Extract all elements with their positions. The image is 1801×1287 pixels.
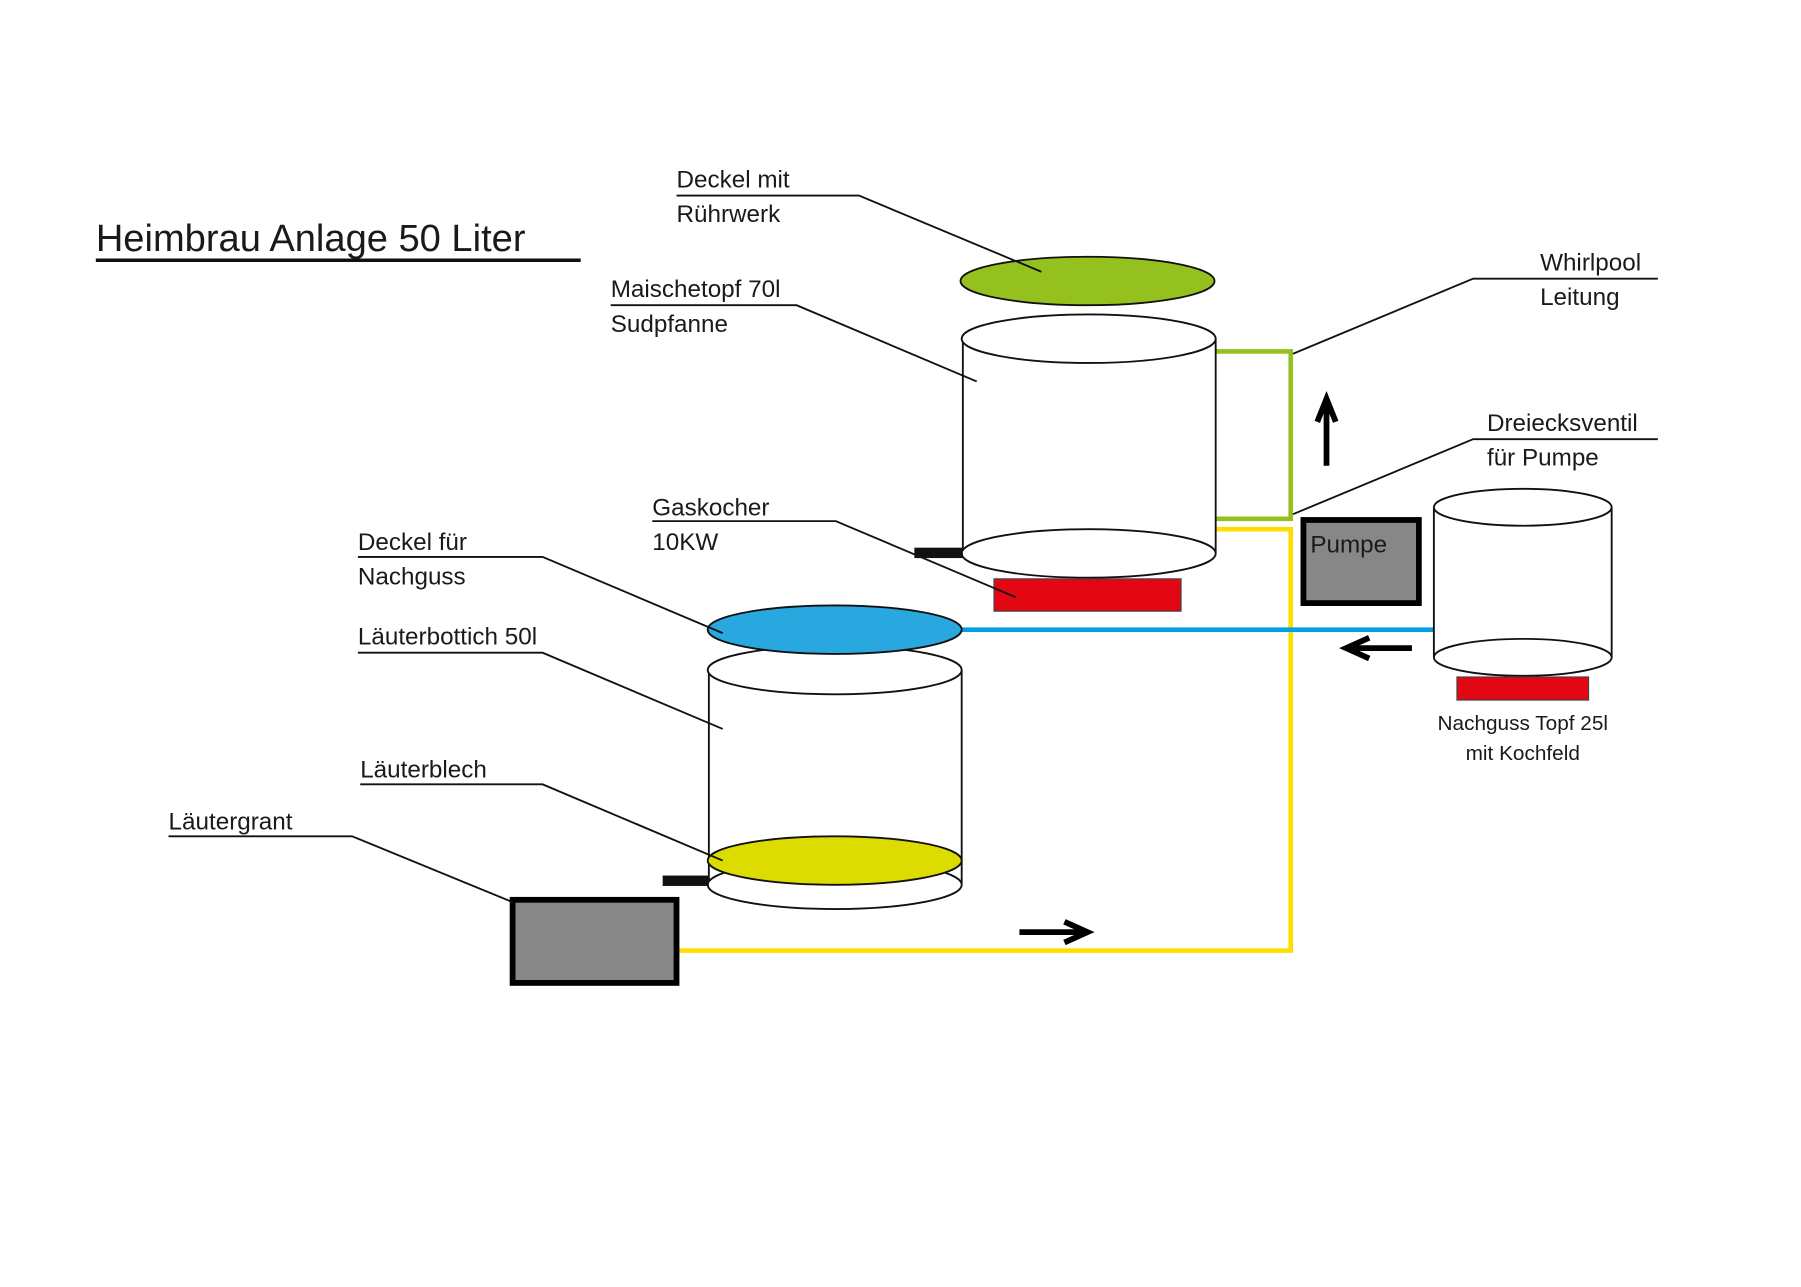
mash-pot xyxy=(960,313,1217,579)
lauter-tun-outlet-valve xyxy=(662,875,709,886)
leader-valve xyxy=(1292,438,1658,516)
false-bottom-lauterblech xyxy=(706,835,963,886)
lid-with-stirrer xyxy=(959,255,1216,307)
lauter-grant xyxy=(509,896,680,986)
diagram-title: Heimbrau Anlage 50 Liter xyxy=(96,218,526,260)
label-lid-stirrer-line1: Deckel mit xyxy=(677,166,790,193)
label-gas-burner-line2: 10KW xyxy=(652,529,718,556)
leader-gas-burner xyxy=(652,520,1017,599)
wort-pipe-yellow xyxy=(678,526,1294,953)
gas-burner xyxy=(993,578,1182,612)
arrow-up-icon xyxy=(1314,390,1339,466)
pump xyxy=(1300,517,1422,606)
sparge-pot xyxy=(1432,487,1613,677)
leader-sparge-lid xyxy=(357,555,724,634)
sparge-hotplate xyxy=(1456,676,1590,701)
label-sparge-lid-line2: Nachguss xyxy=(358,564,466,591)
label-mash-pot-line1: Maischetopf 70l xyxy=(611,276,781,303)
leader-lauter-tun xyxy=(357,651,724,730)
label-grant: Läutergrant xyxy=(169,808,293,835)
label-lauter-tun: Läuterbottich 50l xyxy=(358,624,537,651)
label-valve-line2: für Pumpe xyxy=(1487,445,1599,472)
label-sparge-lid-line1: Deckel für xyxy=(358,529,467,556)
arrow-left-icon xyxy=(1339,635,1412,662)
label-lid-stirrer-line2: Rührwerk xyxy=(677,201,782,228)
label-sparge-pot-line2: mit Kochfeld xyxy=(1466,742,1580,765)
sparge-lid xyxy=(706,604,963,655)
label-sparge-pot-line1: Nachguss Topf 25l xyxy=(1438,712,1608,735)
label-false-bottom: Läuterblech xyxy=(360,756,487,783)
label-mash-pot-line2: Sudpfanne xyxy=(611,311,728,338)
label-valve-line1: Dreiecksventil xyxy=(1487,410,1638,437)
leader-grant xyxy=(168,835,513,903)
label-gas-burner-line1: Gaskocher xyxy=(652,494,769,521)
mash-pot-outlet-valve xyxy=(914,547,963,559)
leader-false-bottom xyxy=(360,783,724,862)
arrow-right-icon xyxy=(1019,919,1095,946)
leader-mash-pot xyxy=(610,304,978,383)
pump-label: Pumpe xyxy=(1310,531,1387,558)
label-whirlpool-line2: Leitung xyxy=(1540,284,1620,311)
leader-lid-stirrer xyxy=(676,194,1042,273)
whirlpool-pipe-green xyxy=(1207,349,1294,522)
leader-whirlpool xyxy=(1292,277,1658,355)
label-whirlpool-line1: Whirlpool xyxy=(1540,250,1641,277)
